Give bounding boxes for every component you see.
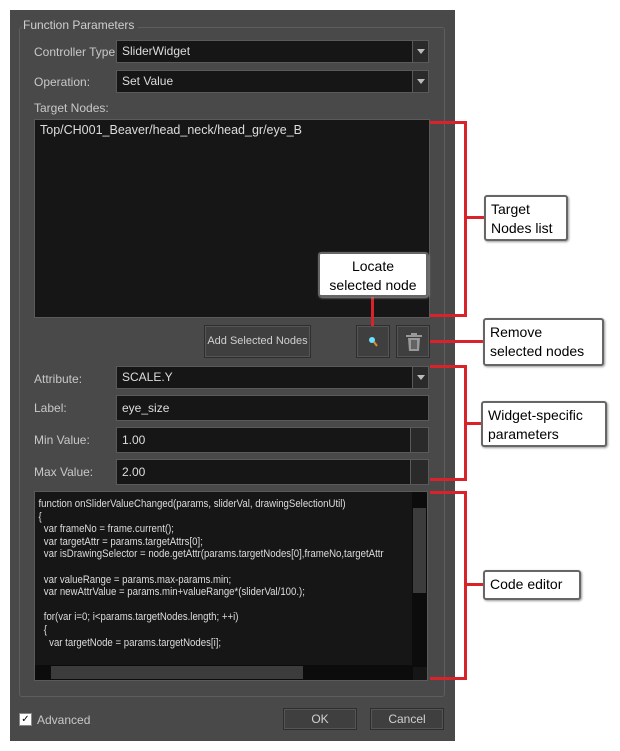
max-value-label: Max Value: [34,465,94,479]
bracket-line [430,677,467,680]
operation-value: Set Value [122,74,174,88]
controller-type-value: SliderWidget [122,44,191,58]
target-nodes-label: Target Nodes: [34,101,109,115]
trash-icon [406,333,422,351]
bracket-line [464,583,486,586]
label-input[interactable]: eye_size [116,395,429,421]
callout-widget: Widget-specific parameters [481,401,607,447]
magnifier-icon [369,337,378,347]
min-value-label: Min Value: [34,433,90,447]
ok-button[interactable]: OK [283,708,357,730]
callout-target-nodes-list: Target Nodes list [484,195,568,241]
spin-up-button[interactable] [410,428,428,440]
chevron-down-icon[interactable] [412,71,428,92]
code-editor[interactable]: function onSliderValueChanged(params, sl… [34,491,428,681]
bracket-line [464,422,484,425]
pointer-line [371,296,374,326]
attribute-label: Attribute: [34,372,83,386]
cancel-button[interactable]: Cancel [370,708,444,730]
bracket-line [430,314,467,317]
bracket-line [464,121,467,317]
min-value-input[interactable]: 1.00 [116,427,429,453]
list-item[interactable]: Top/CH001_Beaver/head_neck/head_gr/eye_B [40,123,302,137]
bracket-line [464,216,486,219]
add-selected-nodes-button[interactable]: Add Selected Nodes [204,325,311,358]
callout-code-editor: Code editor [483,570,581,600]
spin-up-button[interactable] [410,460,428,472]
controller-type-label: Controller Type: [34,45,119,59]
operation-label: Operation: [34,75,91,89]
pointer-line [430,340,485,343]
group-title: Function Parameters [22,18,139,32]
controller-type-select[interactable]: SliderWidget [116,40,429,63]
bracket-line [430,121,467,124]
target-nodes-list[interactable]: Top/CH001_Beaver/head_neck/head_gr/eye_B [34,119,430,318]
scroll-thumb[interactable] [413,508,426,593]
horizontal-scrollbar[interactable] [35,665,413,680]
bracket-line [430,478,467,481]
operation-select[interactable]: Set Value [116,70,429,93]
max-value-input[interactable]: 2.00 [116,459,429,485]
max-value: 2.00 [122,465,146,479]
code-viewport[interactable]: function onSliderValueChanged(params, sl… [35,492,412,665]
chevron-down-icon[interactable] [412,41,428,62]
function-parameters-group [19,27,445,697]
code-text[interactable]: function onSliderValueChanged(params, sl… [38,498,384,649]
min-value: 1.00 [122,433,146,447]
attribute-select[interactable]: SCALE.Y [116,366,429,389]
remove-selected-nodes-button[interactable] [396,325,430,358]
callout-remove: Remove selected nodes [483,318,604,366]
callout-locate: Locate selected node [318,252,428,297]
bracket-line [430,365,467,368]
bracket-line [430,491,467,494]
spin-down-button[interactable] [410,472,428,484]
advanced-checkbox[interactable]: ✓ [19,713,32,726]
attribute-value: SCALE.Y [122,370,173,384]
scroll-thumb[interactable] [51,666,303,679]
advanced-label: Advanced [37,713,91,727]
spin-down-button[interactable] [410,440,428,452]
label-field-label: Label: [34,401,67,415]
chevron-down-icon[interactable] [412,367,428,388]
locate-selected-node-button[interactable] [356,325,390,358]
vertical-scrollbar[interactable] [412,492,427,667]
